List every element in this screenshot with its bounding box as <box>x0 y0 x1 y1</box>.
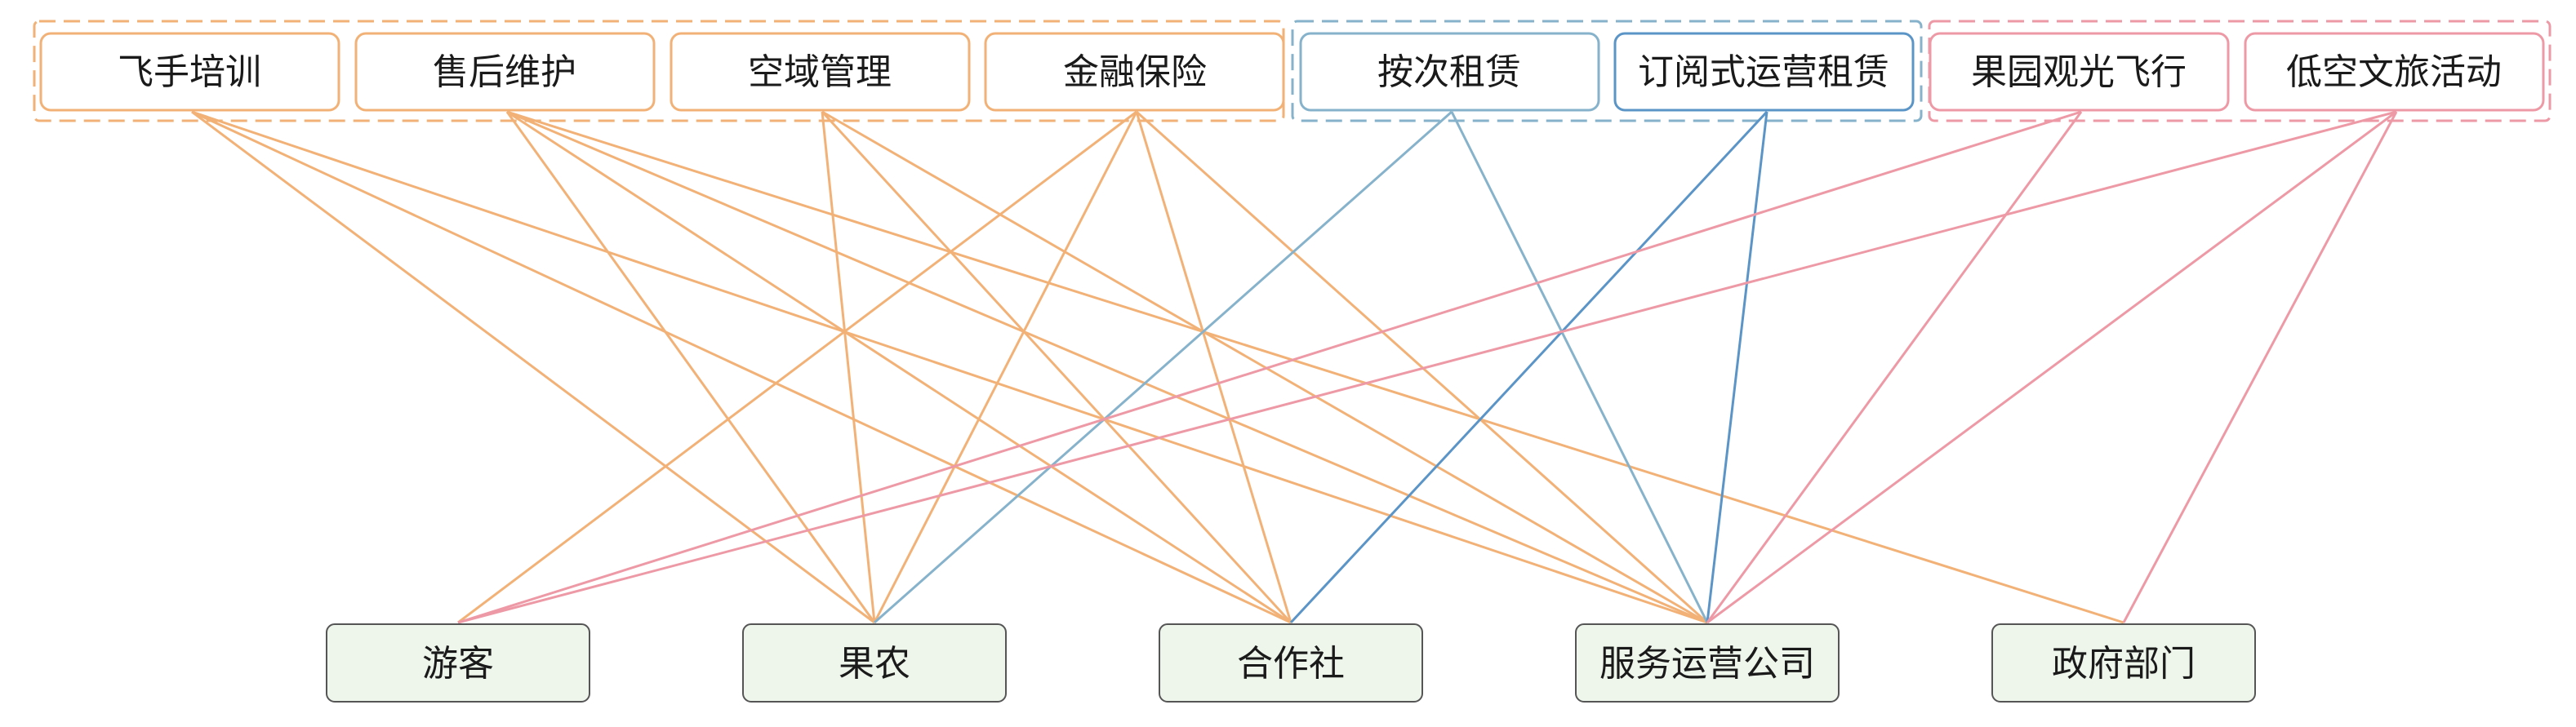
group-frame-blue <box>1291 20 1923 122</box>
link-orchard_flight-service_co <box>1706 111 2083 623</box>
link-airspace-coop <box>821 110 1292 624</box>
link-low_alt_tourism-service_co <box>1706 110 2397 624</box>
service-label: 飞手培训 <box>118 51 261 93</box>
link-pilot_training-coop <box>191 110 1292 624</box>
link-airspace-service_co <box>821 110 1708 624</box>
service-node-after-sales[interactable]: 售后维护 <box>354 32 656 112</box>
service-node-per-use-lease[interactable]: 按次租赁 <box>1299 32 1600 112</box>
stakeholder-node-service-company[interactable]: 服务运营公司 <box>1575 623 1840 703</box>
link-after_sales-farmer <box>505 111 876 623</box>
service-box <box>670 32 971 112</box>
service-node-subscription-lease[interactable]: 订阅式运营租赁 <box>1613 32 1915 112</box>
service-node-low-alt-tourism[interactable]: 低空文旅活动 <box>2244 32 2545 112</box>
service-node-finance-insurance[interactable]: 金融保险 <box>984 32 1285 112</box>
stakeholder-box <box>1575 623 1840 703</box>
link-pilot_training-farmer <box>191 110 875 624</box>
stakeholder-box <box>1991 623 2256 703</box>
service-box <box>1299 32 1600 112</box>
stakeholder-label: 政府部门 <box>2052 643 2196 685</box>
stakeholder-box <box>742 623 1007 703</box>
stakeholder-node-coop[interactable]: 合作社 <box>1159 623 1423 703</box>
service-label: 金融保险 <box>1063 51 1207 93</box>
service-label: 低空文旅活动 <box>2286 51 2502 93</box>
stakeholder-node-tourist[interactable]: 游客 <box>326 623 590 703</box>
stakeholder-box <box>326 623 590 703</box>
service-node-orchard-flight[interactable]: 果园观光飞行 <box>1929 32 2230 112</box>
stakeholder-label: 合作社 <box>1237 643 1345 685</box>
link-airspace-farmer <box>821 111 876 623</box>
link-low_alt_tourism-tourist <box>457 110 2397 624</box>
service-box <box>2244 32 2545 112</box>
service-node-pilot-training[interactable]: 飞手培训 <box>39 32 340 112</box>
service-box <box>1929 32 2230 112</box>
link-pilot_training-service_co <box>191 110 1708 624</box>
service-box <box>1613 32 1915 112</box>
stakeholder-node-government[interactable]: 政府部门 <box>1991 623 2256 703</box>
service-box <box>984 32 1285 112</box>
stakeholder-label: 服务运营公司 <box>1599 643 1815 685</box>
stakeholder-box <box>1159 623 1423 703</box>
link-subscription_lease-coop <box>1289 110 1768 624</box>
service-box <box>354 32 656 112</box>
links-layer <box>191 110 2398 624</box>
link-after_sales-coop <box>506 110 1292 624</box>
link-finance_insurance-service_co <box>1135 110 1709 624</box>
link-subscription_lease-service_co <box>1706 111 1768 623</box>
link-orchard_flight-tourist <box>457 110 2082 624</box>
service-label: 按次租赁 <box>1377 51 1521 93</box>
link-finance_insurance-coop <box>1135 111 1292 623</box>
stakeholder-node-farmer[interactable]: 果农 <box>742 623 1007 703</box>
service-label: 订阅式运营租赁 <box>1638 51 1889 93</box>
link-per_use_lease-farmer <box>874 110 1453 624</box>
link-low_alt_tourism-gov <box>2122 111 2398 623</box>
link-finance_insurance-tourist <box>457 110 1137 624</box>
group-frame-orange <box>33 20 1285 122</box>
stakeholder-label: 游客 <box>422 643 494 685</box>
link-finance_insurance-farmer <box>873 111 1138 623</box>
link-after_sales-service_co <box>506 110 1708 624</box>
link-after_sales-gov <box>506 110 2124 624</box>
stakeholder-label: 果农 <box>839 643 910 685</box>
service-label: 售后维护 <box>433 51 576 93</box>
service-label: 空域管理 <box>748 51 892 93</box>
link-per_use_lease-service_co <box>1450 111 1709 623</box>
service-label: 果园观光飞行 <box>1971 51 2187 93</box>
service-node-airspace[interactable]: 空域管理 <box>670 32 971 112</box>
service-box <box>39 32 340 112</box>
